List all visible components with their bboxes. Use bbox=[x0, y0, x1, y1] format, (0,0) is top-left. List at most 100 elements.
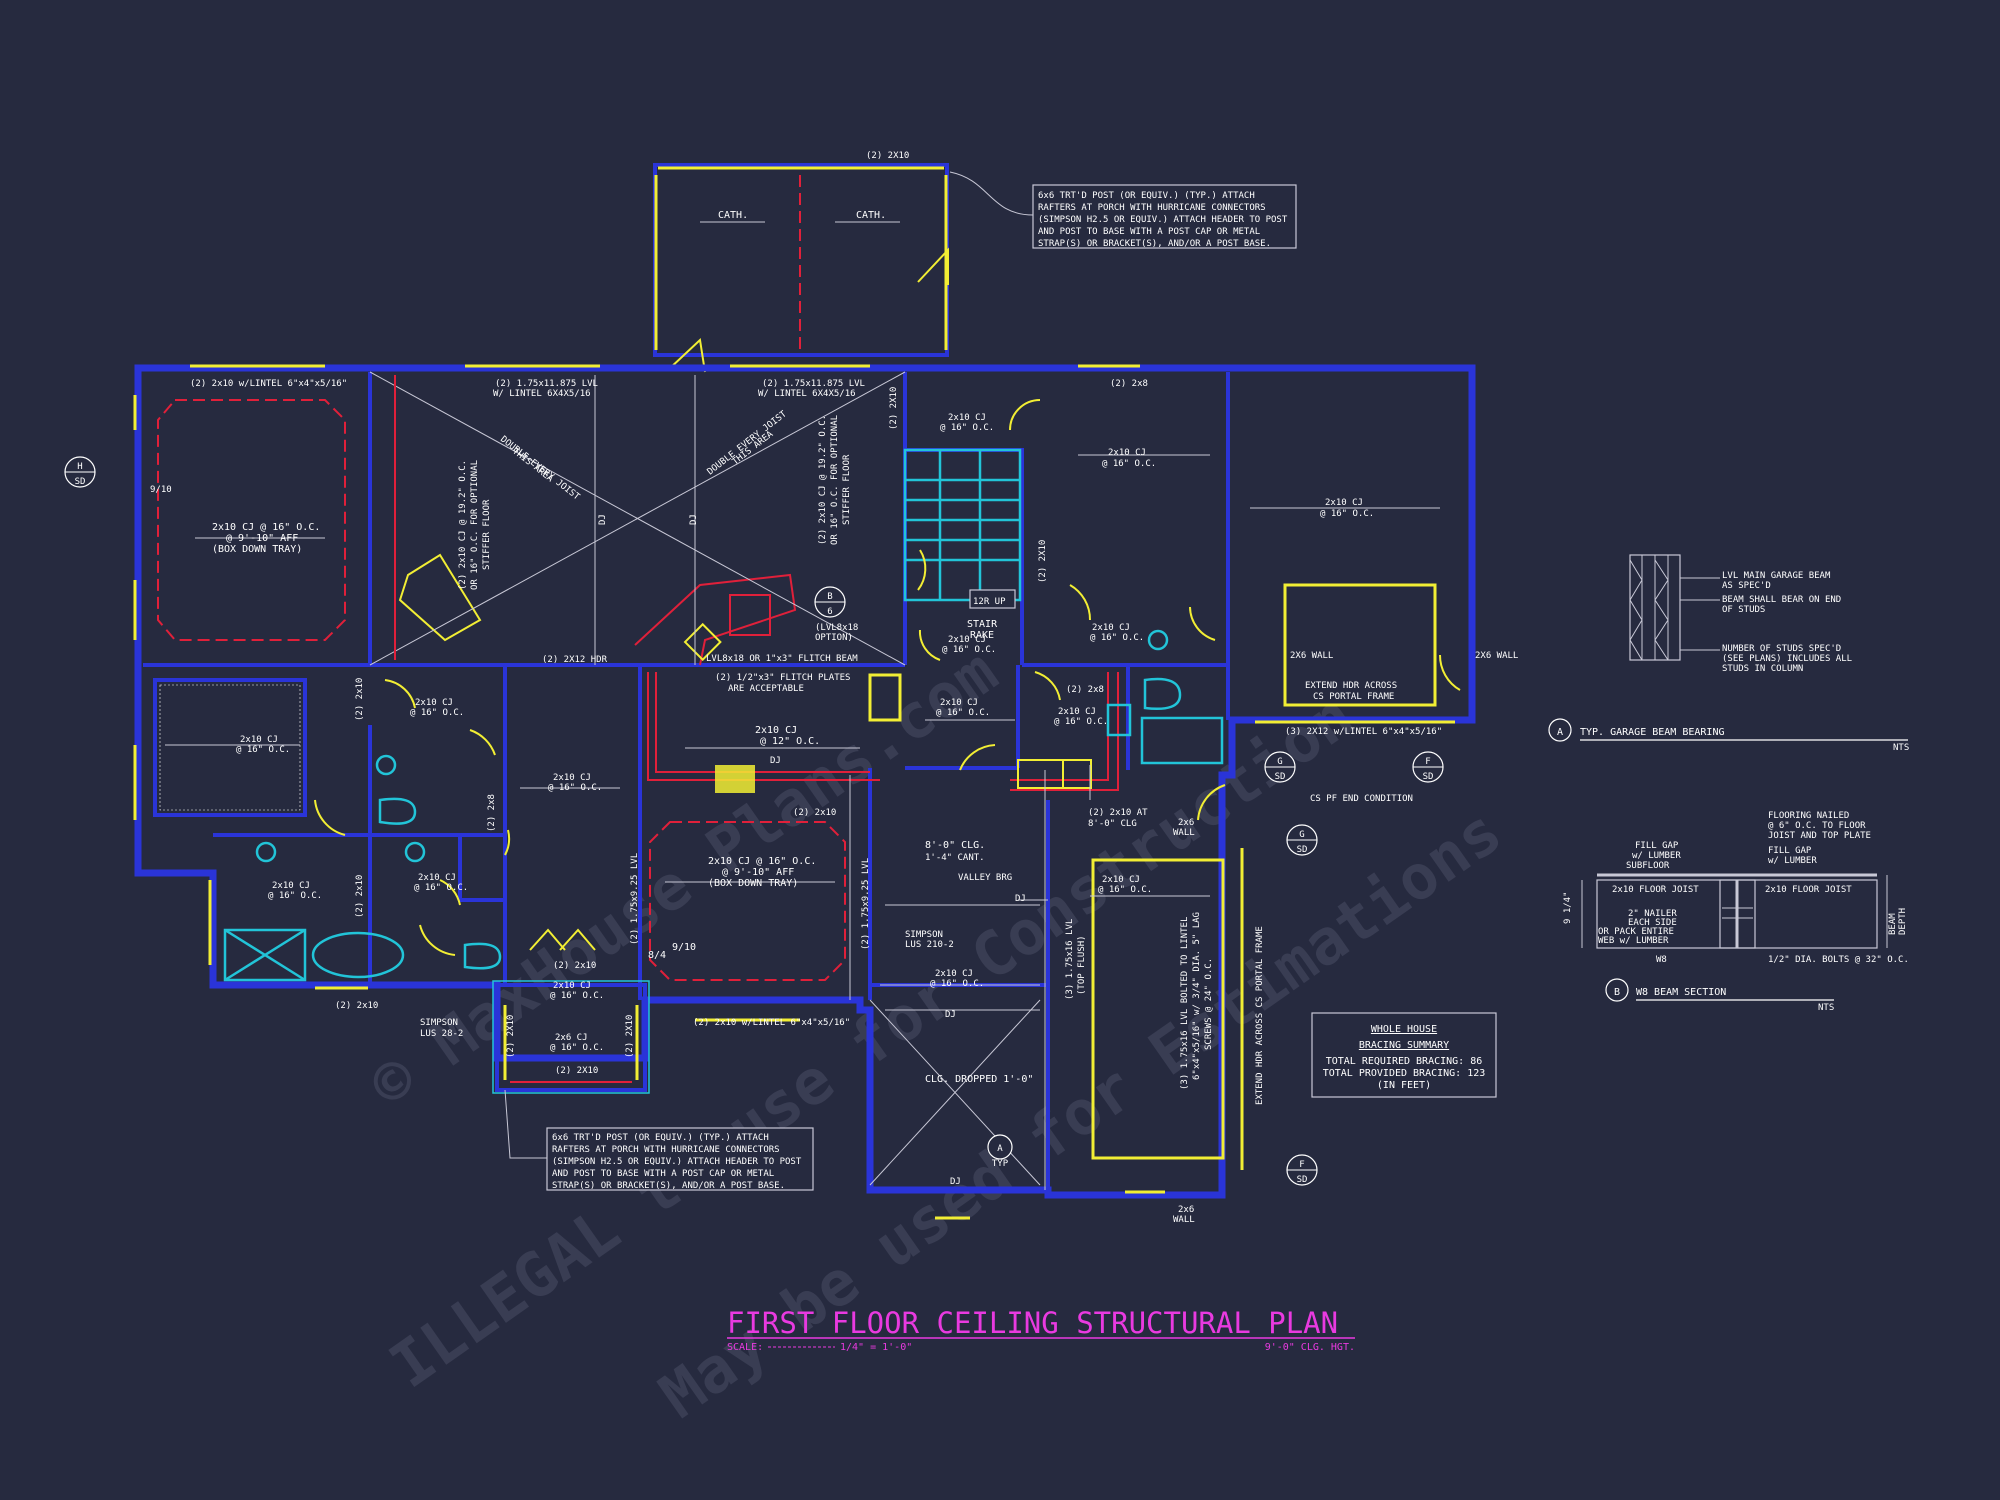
header-2x10-i: (2) 2x10 bbox=[793, 808, 836, 818]
garage-beam-callout-1: LVL MAIN GARAGE BEAM bbox=[1722, 571, 1831, 581]
w8-fill-gap-left-1: FILL GAP bbox=[1635, 841, 1679, 851]
header-2x10-at-2: 8'-0" CLG bbox=[1088, 819, 1137, 829]
w8-fill-gap-right-2: w/ LUMBER bbox=[1768, 856, 1817, 866]
section-tag-f-1[interactable]: F SD bbox=[1412, 751, 1444, 783]
valley-bearing: VALLEY BRG bbox=[958, 873, 1012, 883]
porch-cj-1: 2x10 CJ bbox=[553, 981, 591, 991]
plumbing-fixtures bbox=[223, 629, 1224, 982]
svg-text:SD: SD bbox=[1423, 772, 1434, 782]
extend-header-2a: EXTEND HDR ACROSS bbox=[1305, 681, 1397, 691]
kitchen-cj-2: @ 12" O.C. bbox=[760, 736, 820, 747]
svg-text:SD: SD bbox=[75, 477, 86, 487]
garage-beam-callout-6: (SEE PLANS) INCLUDES ALL bbox=[1722, 654, 1852, 664]
great-room-cj-1c: STIFFER FLOOR bbox=[482, 499, 492, 570]
wall-2x6-c2: WALL bbox=[1173, 828, 1195, 838]
clg-8-2: 1'-4" CANT. bbox=[925, 853, 985, 863]
section-tags: H SD B 6 G SD F SD G SD A TYP bbox=[64, 456, 1444, 1186]
master-cj-2: @ 9'-10" AFF bbox=[226, 533, 298, 544]
detail-w8-beam-section: FILL GAP w/ LUMBER SUBFLOOR FLOORING NAI… bbox=[1563, 811, 1909, 1013]
porch-note-bottom-line-4: AND POST TO BASE WITH A POST CAP OR META… bbox=[552, 1169, 774, 1179]
w8-nts: NTS bbox=[1818, 1003, 1834, 1013]
cath-label-left: CATH. bbox=[718, 210, 748, 221]
lintel-label-1: (2) 2x10 w/LINTEL 6"x4"x5/16" bbox=[190, 379, 347, 389]
drawing-title: FIRST FLOOR CEILING STRUCTURAL PLAN SCAL… bbox=[727, 1306, 1355, 1353]
dj-label-2: DJ bbox=[689, 514, 699, 525]
section-tag-g-1[interactable]: G SD bbox=[1264, 751, 1296, 783]
hdr-2x10-back: (2) 2x10 bbox=[553, 961, 596, 971]
section-tag-f-2[interactable]: F SD bbox=[1286, 1154, 1318, 1186]
flitch-plates-1: (2) 1/2"x3" FLITCH PLATES bbox=[715, 673, 850, 683]
garage-beam-callout-4: OF STUDS bbox=[1722, 605, 1765, 615]
simpson-2a: SIMPSON bbox=[420, 1018, 458, 1028]
w8-subfloor: SUBFLOOR bbox=[1626, 861, 1670, 871]
garage-beam-callout-3: BEAM SHALL BEAR ON END bbox=[1722, 595, 1841, 605]
lvl-vertical-2: (2) 1.75x9.25 LVL bbox=[861, 858, 871, 950]
porch-header-label: (2) 2X10 bbox=[866, 151, 909, 161]
porch-note-top: 6x6 TRT'D POST (OR EQUIV.) (TYP.) ATTACH… bbox=[949, 171, 1297, 249]
double-joist-2a: DOUBLE EVERY JOIST bbox=[706, 409, 789, 477]
svg-text:A: A bbox=[997, 1144, 1003, 1154]
w8-flooring-2: @ 6" O.C. TO FLOOR bbox=[1768, 821, 1866, 831]
double-joist-1b: THIS AREA bbox=[510, 446, 555, 484]
section-tag-g-2[interactable]: G SD bbox=[1286, 824, 1318, 856]
house-walls bbox=[134, 364, 1476, 1199]
room-cj-2a: 2x10 CJ bbox=[1092, 623, 1130, 633]
great-room-cj-2b: OR 16" O.C. FOR OPTIONAL bbox=[830, 415, 840, 545]
garage-beam-callout-7: STUDS IN COLUMN bbox=[1722, 664, 1803, 674]
svg-text:F: F bbox=[1299, 1160, 1304, 1170]
section-tag-b[interactable]: B 6 bbox=[814, 586, 846, 618]
drawing-title-main: FIRST FLOOR CEILING STRUCTURAL PLAN bbox=[727, 1306, 1338, 1340]
w8-tag: B bbox=[1614, 987, 1620, 998]
dj-label-1: DJ bbox=[598, 514, 608, 525]
w8-flooring-1: FLOORING NAILED bbox=[1768, 811, 1849, 821]
lvl-flush-2: (TOP FLUSH) bbox=[1077, 935, 1087, 995]
bracing-title-2: BRACING SUMMARY bbox=[1359, 1040, 1449, 1051]
section-tag-h[interactable]: H SD bbox=[64, 456, 96, 488]
drawing-scale-value: 1/4" = 1'-0" bbox=[840, 1342, 912, 1353]
room-cj-2b: @ 16" O.C. bbox=[1090, 633, 1144, 643]
w8-label: W8 bbox=[1656, 955, 1667, 965]
section-tag-a[interactable]: A TYP bbox=[987, 1134, 1013, 1169]
svg-text:B: B bbox=[827, 592, 832, 602]
master-cj-1: 2x10 CJ @ 16" O.C. bbox=[212, 522, 320, 533]
room-cj-3b: @ 16" O.C. bbox=[930, 979, 984, 989]
porch-note-top-line-1: 6x6 TRT'D POST (OR EQUIV.) (TYP.) ATTACH bbox=[1038, 191, 1255, 201]
garage-beam-callout-5: NUMBER OF STUDS SPEC'D bbox=[1722, 644, 1841, 654]
w8-nailer-3: OR PACK ENTIRE bbox=[1598, 927, 1674, 937]
porch-note-bottom-line-5: STRAP(S) OR BRACKET(S), AND/OR A POST BA… bbox=[552, 1181, 785, 1191]
bracing-provided: TOTAL PROVIDED BRACING: 123 bbox=[1323, 1068, 1486, 1079]
bracing-required: TOTAL REQUIRED BRACING: 86 bbox=[1326, 1056, 1483, 1067]
svg-text:H: H bbox=[77, 462, 82, 472]
great-room-cj-2a: (2) 2x10 CJ @ 19.2" O.C. bbox=[818, 415, 828, 545]
simpson-1a: SIMPSON bbox=[905, 930, 943, 940]
drawing-scale-label: SCALE: bbox=[727, 1342, 763, 1353]
w8-joist-left: 2x10 FLOOR JOIST bbox=[1612, 885, 1699, 895]
porch-note-top-line-2: RAFTERS AT PORCH WITH HURRICANE CONNECTO… bbox=[1038, 203, 1266, 213]
stair-rake-2: RAKE bbox=[970, 630, 994, 641]
porch-cj2-1: 2x6 CJ bbox=[555, 1033, 588, 1043]
dim-910b: 9/10 bbox=[672, 942, 696, 953]
svg-text:TYP: TYP bbox=[992, 1159, 1009, 1169]
svg-text:SD: SD bbox=[1297, 1175, 1308, 1185]
lvl-flush-1: (3) 1.75x16 LVL bbox=[1065, 919, 1075, 1000]
header-2x10-v2: (2) 2X10 bbox=[1038, 540, 1048, 583]
dim-910: 9/10 bbox=[150, 485, 172, 495]
w8-flooring-3: JOIST AND TOP PLATE bbox=[1768, 831, 1871, 841]
bath-cj2-1: 2x10 CJ bbox=[418, 873, 456, 883]
flitch-plates-2: ARE ACCEPTABLE bbox=[728, 684, 804, 694]
hall-cj-1: 2x10 CJ bbox=[415, 698, 453, 708]
extend-header: EXTEND HDR ACROSS CS PORTAL FRAME bbox=[1255, 926, 1265, 1105]
lintel-label-3: (2) 2x10 w/LINTEL 6"x4"x5/16" bbox=[693, 1018, 850, 1028]
lvl-garage-3: SCREWS @ 24" O.C. bbox=[1204, 958, 1214, 1050]
stair-rake-1: STAIR bbox=[967, 619, 998, 630]
dining-cj-2: @ 9'-10" AFF bbox=[722, 867, 794, 878]
svg-text:G: G bbox=[1299, 830, 1304, 840]
drawing-ceiling-height: 9'-0" CLG. HGT. bbox=[1265, 1342, 1355, 1353]
stair-cj-1: 2x10 CJ bbox=[948, 413, 986, 423]
lvl-garage-1: (3) 1.75x16 LVL BOLTED TO LINTEL bbox=[1180, 917, 1190, 1090]
garage-beam-tag: A bbox=[1557, 727, 1563, 738]
lvl-label-1a: (2) 1.75x11.875 LVL bbox=[495, 379, 598, 389]
header-2x10-h: (2) 2X10 bbox=[555, 1066, 598, 1076]
bed2-cj-2: @ 16" O.C. bbox=[236, 745, 290, 755]
